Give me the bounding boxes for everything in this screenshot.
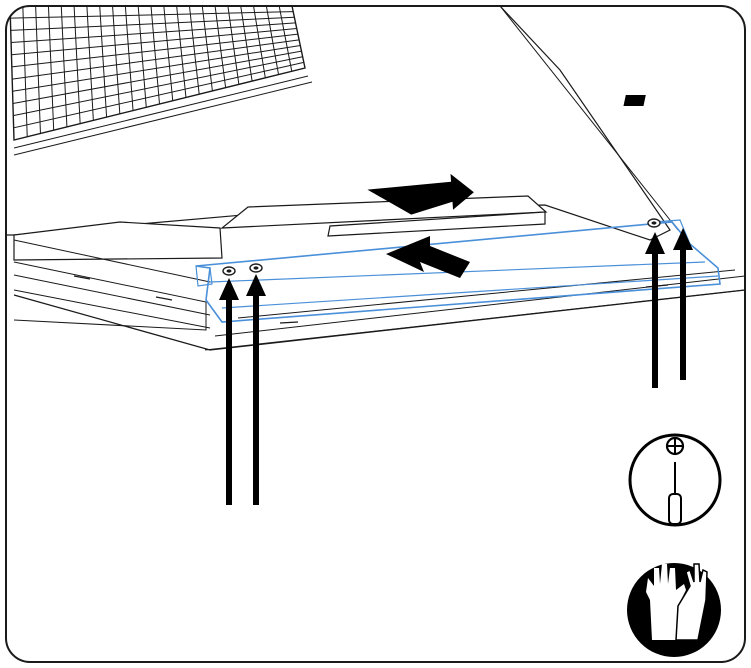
filter-grid-line bbox=[227, 6, 240, 85]
outer-trim bbox=[13, 221, 223, 261]
filter-grid-line bbox=[11, 28, 297, 56]
filter-grid-line bbox=[112, 6, 121, 114]
slide-arrow-front bbox=[386, 236, 470, 278]
screw bbox=[647, 218, 661, 228]
bottom-skirt bbox=[13, 289, 745, 351]
filter-grid-line bbox=[278, 6, 293, 72]
filter-grid-line bbox=[188, 6, 200, 95]
filter-grid-line bbox=[22, 6, 28, 137]
filter-grid-line bbox=[12, 50, 302, 104]
screw-arrow bbox=[673, 228, 693, 380]
filter-grid-line bbox=[240, 6, 253, 82]
filter-grid-line bbox=[265, 6, 280, 75]
filter-grid-line bbox=[137, 6, 147, 108]
filter-grid-line bbox=[73, 6, 81, 124]
screw bbox=[222, 266, 236, 276]
filter-grid-line bbox=[163, 6, 174, 101]
filter-grid-line bbox=[12, 39, 300, 80]
screw-arrow bbox=[246, 274, 266, 505]
filter-grid-line bbox=[12, 44, 301, 92]
filter-grid-line bbox=[150, 6, 160, 105]
filter-grid-line bbox=[124, 6, 134, 111]
filter-grid-line bbox=[201, 6, 213, 91]
filter-grid-line bbox=[11, 33, 298, 68]
filter-grid-line bbox=[253, 6, 266, 78]
filter-grid-line bbox=[86, 6, 94, 121]
filter-grid-line bbox=[99, 6, 108, 118]
diagram-frame bbox=[5, 5, 746, 663]
trim-slots bbox=[73, 275, 669, 324]
diagram-artwork bbox=[6, 6, 745, 505]
grease-filter bbox=[9, 6, 306, 141]
filter-grid-line bbox=[60, 6, 68, 127]
hood-edge-lines bbox=[13, 6, 679, 231]
screw bbox=[249, 263, 263, 273]
filter-grid-line bbox=[35, 6, 41, 134]
filter-grid-line bbox=[10, 16, 295, 31]
square-marker bbox=[623, 95, 646, 106]
phillips-screwdriver-icon bbox=[628, 433, 722, 527]
screw-arrow bbox=[645, 232, 665, 388]
filter-grid-line bbox=[11, 22, 296, 44]
filter-grid-line bbox=[13, 56, 303, 117]
filter-grid-line bbox=[214, 6, 227, 88]
protective-gloves-icon bbox=[627, 563, 721, 657]
filter-grid-line bbox=[13, 61, 304, 129]
screw-arrow bbox=[219, 278, 239, 505]
filter-grid-line bbox=[47, 6, 55, 131]
filter-grid-line bbox=[176, 6, 187, 98]
slide-arrow-back bbox=[367, 173, 474, 215]
panel-slot bbox=[327, 211, 546, 237]
filter-grid-line bbox=[10, 11, 294, 19]
